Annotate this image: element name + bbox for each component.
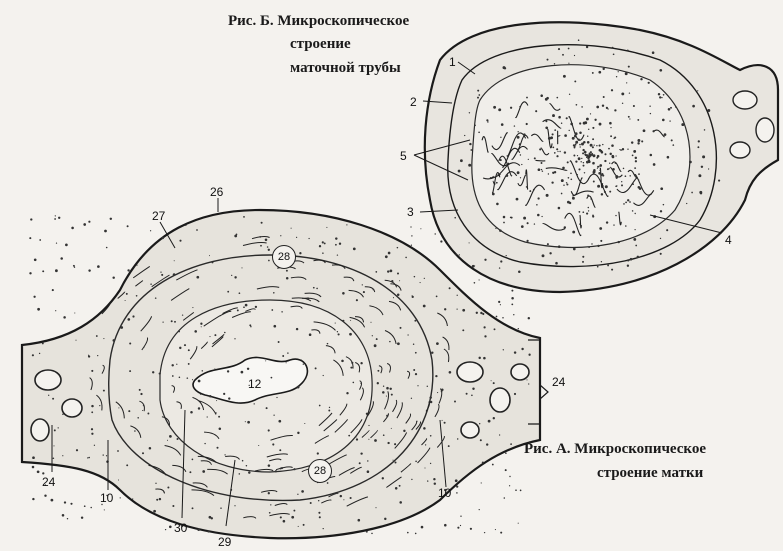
vessel [35,370,61,390]
label-26: 26 [210,186,223,198]
figure-b-caption-line-2: строение [290,35,351,54]
circled-label-28-bottom: 28 [308,459,332,483]
vessel [490,388,510,412]
circled-label-28-top: 28 [272,245,296,269]
vessel [511,364,529,380]
label-10-left: 10 [100,492,113,504]
label-29: 29 [218,536,231,548]
vessel [461,422,479,438]
vessel [756,118,774,142]
vessel [730,142,750,158]
label-5: 5 [400,150,407,162]
label-24-left: 24 [42,476,55,488]
figure-b-caption-line-3: маточной трубы [290,59,401,78]
vessel [457,362,483,382]
figure-a-caption-line-2: строение матки [597,464,703,483]
figure-a-caption-line-1: Рис. А. Микроскопическое [524,440,706,459]
label-24-right: 24 [552,376,565,388]
label-27: 27 [152,210,165,222]
label-1: 1 [449,56,456,68]
vessel [733,91,757,109]
label-3: 3 [407,206,414,218]
figure-b-caption-line-1: Рис. Б. Микроскопическое [228,12,409,31]
fallopian-tube-section [425,22,778,292]
label-2: 2 [410,96,417,108]
vessel [31,419,49,441]
label-12: 12 [248,378,261,390]
label-30: 30 [174,522,187,534]
label-10-right: 10 [438,487,451,499]
vessel [62,399,82,417]
label-4: 4 [725,234,732,246]
